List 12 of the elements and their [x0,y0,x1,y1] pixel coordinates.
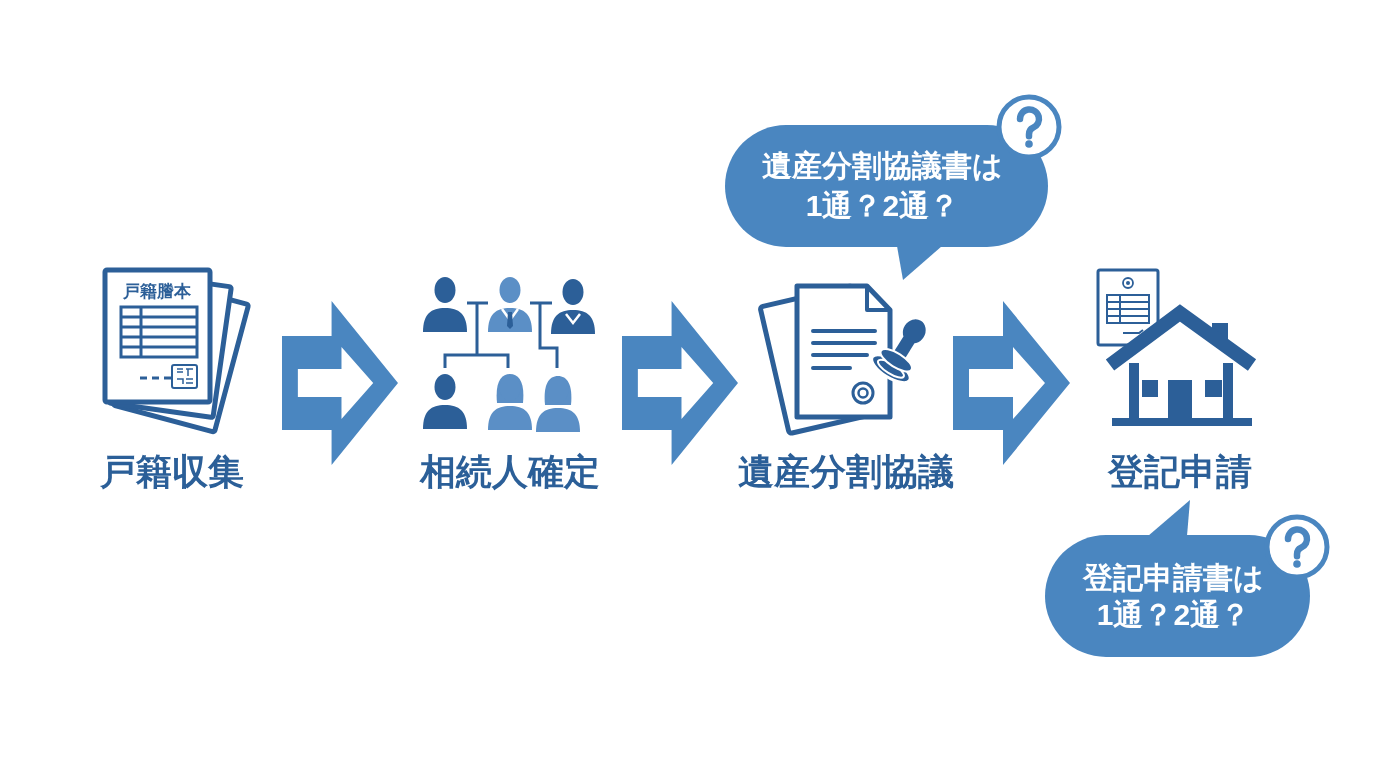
step-label: 相続人確定 [420,452,600,492]
step-label: 遺産分割協議 [737,452,954,492]
bubble-tail [1148,500,1190,536]
bubble-tail [897,246,942,280]
document-title: 戸籍謄本 [123,282,191,302]
bubble-text: 遺産分割協議書は1通？2通？ [761,148,1004,224]
block-arrow [622,301,738,465]
step-label: 登記申請 [1108,452,1252,492]
step-label: 戸籍収集 [100,452,244,492]
block-arrow [282,301,398,465]
bubble-text: 登記申請書は1通？2通？ [1081,560,1265,633]
block-arrow [953,301,1070,465]
